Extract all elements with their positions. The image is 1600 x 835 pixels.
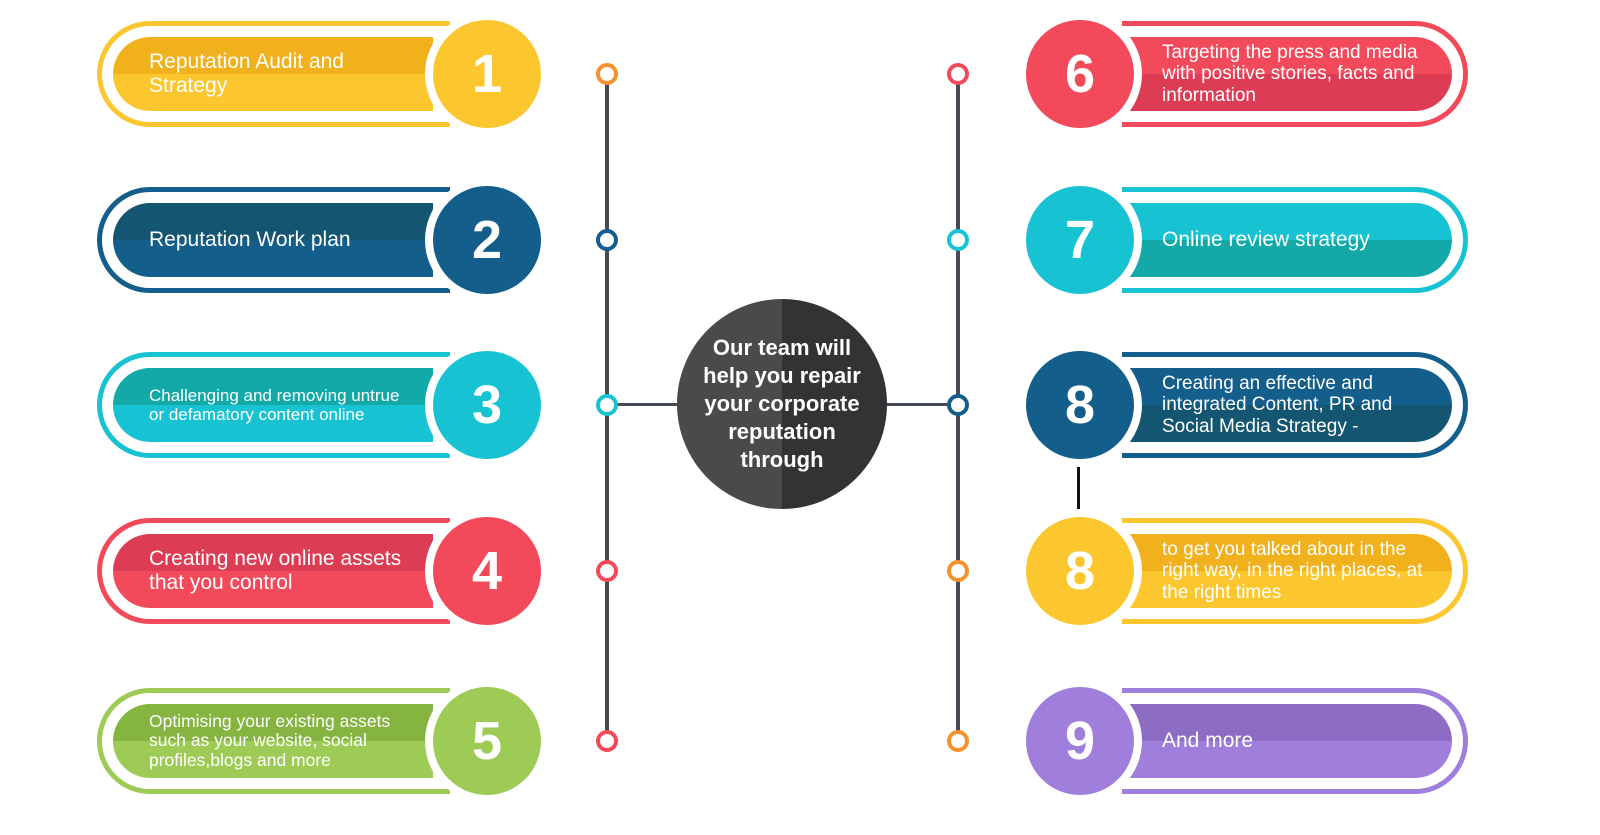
step-label: Targeting the press and media with posit… [1162, 42, 1418, 106]
step-label: Optimising your existing assets such as … [149, 710, 391, 770]
step-outline [97, 352, 450, 458]
step-number-badge: 9 [1026, 687, 1134, 795]
step-outline [97, 21, 450, 127]
step-band: Targeting the press and media with posit… [1130, 37, 1452, 111]
step-outline [1122, 21, 1468, 127]
step-label: Online review strategy [1162, 228, 1370, 252]
step-outline [97, 187, 450, 293]
step-label: Reputation Work plan [149, 228, 351, 252]
timeline-dot [947, 229, 969, 251]
timeline-dot [596, 394, 618, 416]
step-label: Reputation Audit and Strategy [149, 50, 344, 97]
step-band: Creating new online assets that you cont… [113, 534, 433, 608]
step-band: Creating an effective and integrated Con… [1130, 368, 1452, 442]
step-band: Reputation Audit and Strategy [113, 37, 433, 111]
step-number-badge: 8 [1026, 517, 1134, 625]
step-number-badge: 1 [433, 20, 541, 128]
step-outline [1122, 518, 1468, 624]
timeline-dot [947, 560, 969, 582]
step-band: Challenging and removing untrue or defam… [113, 368, 433, 442]
timeline-dot [596, 229, 618, 251]
step-outline [1122, 352, 1468, 458]
step-band: Reputation Work plan [113, 203, 433, 277]
timeline-dot [596, 560, 618, 582]
step-number-badge: 4 [433, 517, 541, 625]
step-outline [1122, 688, 1468, 794]
step-8-link-line [1077, 455, 1080, 520]
step-number-badge: 3 [433, 351, 541, 459]
step-label: And more [1162, 729, 1254, 753]
step-band: to get you talked about in the right way… [1130, 534, 1452, 608]
timeline-dot [596, 730, 618, 752]
right-connector [882, 403, 958, 406]
step-label: Creating an effective and integrated Con… [1162, 373, 1393, 437]
step-band: Online review strategy [1130, 203, 1452, 277]
timeline-dot [596, 63, 618, 85]
step-label: to get you talked about in the right way… [1162, 539, 1423, 603]
step-outline [1122, 187, 1468, 293]
step-number-badge: 2 [433, 186, 541, 294]
step-label: Creating new online assets that you cont… [149, 547, 402, 594]
timeline-dot [947, 394, 969, 416]
step-outline [97, 518, 450, 624]
step-number-badge: 6 [1026, 20, 1134, 128]
center-circle: Our team will help you repair your corpo… [677, 299, 887, 509]
step-band: Optimising your existing assets such as … [113, 704, 433, 778]
step-outline [97, 688, 450, 794]
step-number-badge: 5 [433, 687, 541, 795]
step-label: Challenging and removing untrue or defam… [149, 385, 400, 424]
left-connector [607, 403, 682, 406]
step-band: And more [1130, 704, 1452, 778]
step-number-badge: 8 [1026, 351, 1134, 459]
timeline-dot [947, 63, 969, 85]
center-text: Our team will help you repair your corpo… [703, 335, 861, 472]
timeline-dot [947, 730, 969, 752]
step-number-badge: 7 [1026, 186, 1134, 294]
